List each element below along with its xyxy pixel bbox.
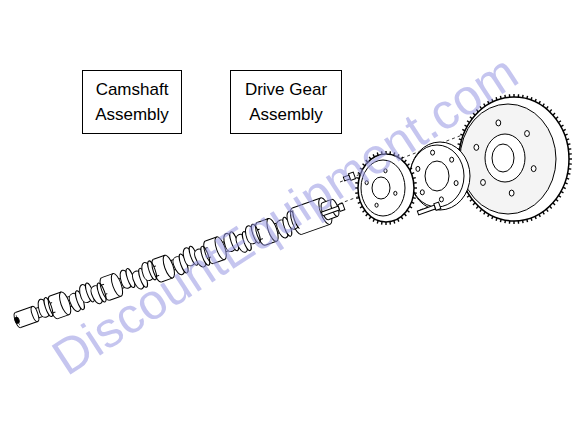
box-label: Camshaft Assembly <box>91 77 173 127</box>
camshaft <box>10 194 342 335</box>
assembly-label-box: Camshaft Assembly <box>82 70 182 134</box>
assembly-label-box: Drive Gear Assembly <box>230 70 342 134</box>
drive-gears <box>321 94 572 225</box>
box-label: Drive Gear Assembly <box>239 77 333 127</box>
